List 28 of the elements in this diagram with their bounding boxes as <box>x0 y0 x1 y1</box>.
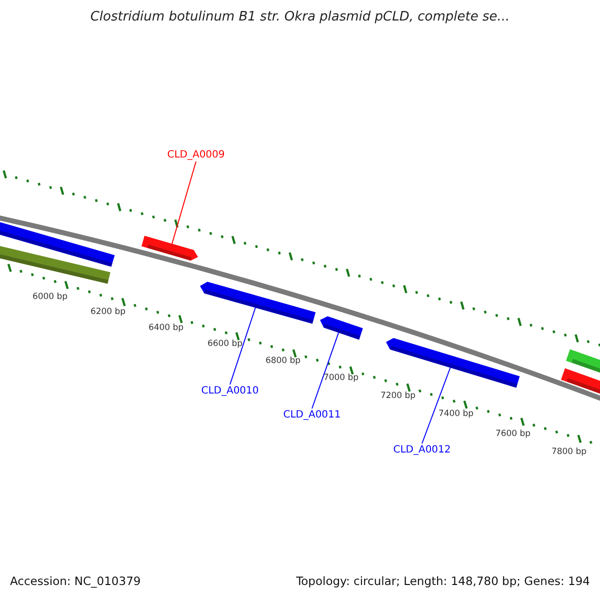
gene-label: CLD_A0012 <box>393 444 451 456</box>
position-label: 6800 bp <box>265 356 301 366</box>
position-label: 7400 bp <box>438 409 474 419</box>
leader-line <box>230 307 256 385</box>
position-label: 7600 bp <box>495 429 531 439</box>
gene-block <box>0 245 110 284</box>
leader-line <box>312 332 340 409</box>
gene-label: CLD_A0010 <box>201 386 259 396</box>
title: Clostridium botulinum B1 str. Okra plasmid pCLD, complete se... <box>90 10 510 24</box>
gene-block <box>200 282 316 324</box>
position-label: 6000 bp <box>32 292 68 302</box>
gene-label: CLD_A0009 <box>167 150 225 160</box>
gene-block <box>566 349 600 374</box>
gene-block <box>561 368 600 395</box>
position-label: 6200 bp <box>90 307 126 317</box>
position-label: 6400 bp <box>148 323 184 333</box>
summary-text: Topology: circular; Length: 148,780 bp; Genes: 194 <box>296 574 590 588</box>
position-label: 7000 bp <box>323 373 359 383</box>
gene-block <box>386 338 520 388</box>
leader-line <box>172 161 196 244</box>
gene-block <box>0 221 115 267</box>
position-label: 6600 bp <box>207 339 243 349</box>
gene-label: CLD_A0011 <box>283 410 341 420</box>
leader-line <box>422 367 451 444</box>
accession-text: Accession: NC_010379 <box>10 574 141 588</box>
gene-block <box>142 236 198 261</box>
position-label: 7800 bp <box>551 447 587 457</box>
gene-block <box>320 316 363 340</box>
